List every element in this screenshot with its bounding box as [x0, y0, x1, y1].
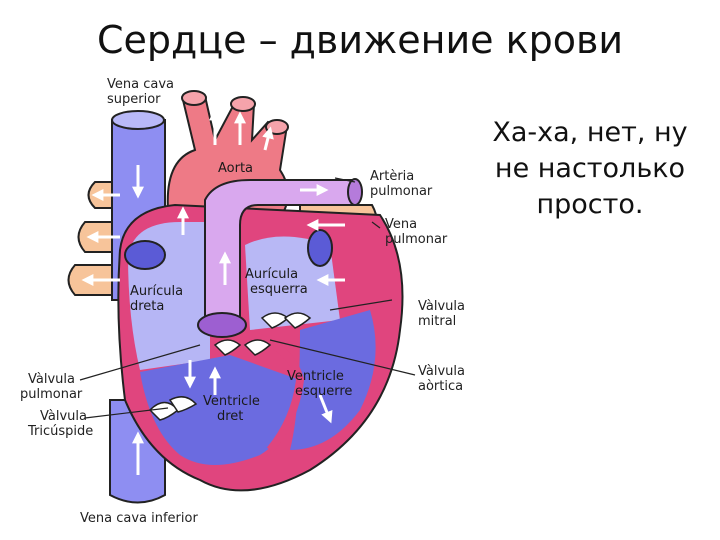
- label-valvula-tricuspide-2: Tricúspide: [27, 424, 93, 439]
- note-line-1: Ха-ха, нет, ну: [492, 117, 688, 148]
- label-ventricle-esquerre-1: Ventricle: [287, 369, 344, 384]
- label-valvula-pulmonar-1: Vàlvula: [28, 372, 75, 387]
- label-valvula-aortica-1: Vàlvula: [418, 364, 465, 379]
- label-auricula-dreta-2: dreta: [130, 299, 164, 314]
- label-arteria-pulmonar-1: Artèria: [370, 169, 414, 184]
- valves: [148, 312, 312, 421]
- label-ventricle-dret-2: dret: [217, 409, 243, 424]
- vena-cava-opening: [124, 240, 166, 270]
- label-ventricle-esquerre-2: esquerre: [295, 384, 352, 399]
- pulmonary-artery: [197, 178, 363, 338]
- leader-lines: [79, 177, 416, 419]
- note-line-2: не настолько: [494, 153, 686, 184]
- label-vena-cava-inferior: Vena cava inferior: [80, 511, 198, 526]
- note-line-3: просто.: [536, 189, 644, 220]
- flow-arrows: [81, 108, 345, 475]
- label-valvula-aortica-2: aòrtica: [418, 379, 463, 394]
- label-auricula-esquerra-2: esquerra: [250, 282, 308, 297]
- label-valvula-mitral-1: Vàlvula: [418, 299, 465, 314]
- label-vena-pulmonar-2: pulmonar: [385, 232, 448, 247]
- label-auricula-esquerra-1: Aurícula: [245, 267, 298, 282]
- label-valvula-tricuspide-1: Vàlvula: [40, 409, 87, 424]
- label-vena-pulmonar-1: Vena: [385, 217, 417, 232]
- label-arteria-pulmonar-2: pulmonar: [370, 184, 433, 199]
- slide-note: Ха-ха, нет, ну не настолько просто.: [470, 115, 710, 223]
- label-auricula-dreta-1: Aurícula: [130, 284, 183, 299]
- label-vena-cava-superior-1: Vena cava: [107, 77, 174, 92]
- label-ventricle-dret-1: Ventricle: [203, 394, 260, 409]
- label-valvula-pulmonar-2: pulmonar: [20, 387, 83, 402]
- pulmonary-vein-opening: [307, 229, 333, 267]
- label-aorta: Aorta: [218, 161, 253, 176]
- label-vena-cava-superior-2: superior: [107, 92, 161, 107]
- label-valvula-mitral-2: mitral: [418, 314, 456, 329]
- slide-title: Сердце – движение крови: [96, 18, 624, 62]
